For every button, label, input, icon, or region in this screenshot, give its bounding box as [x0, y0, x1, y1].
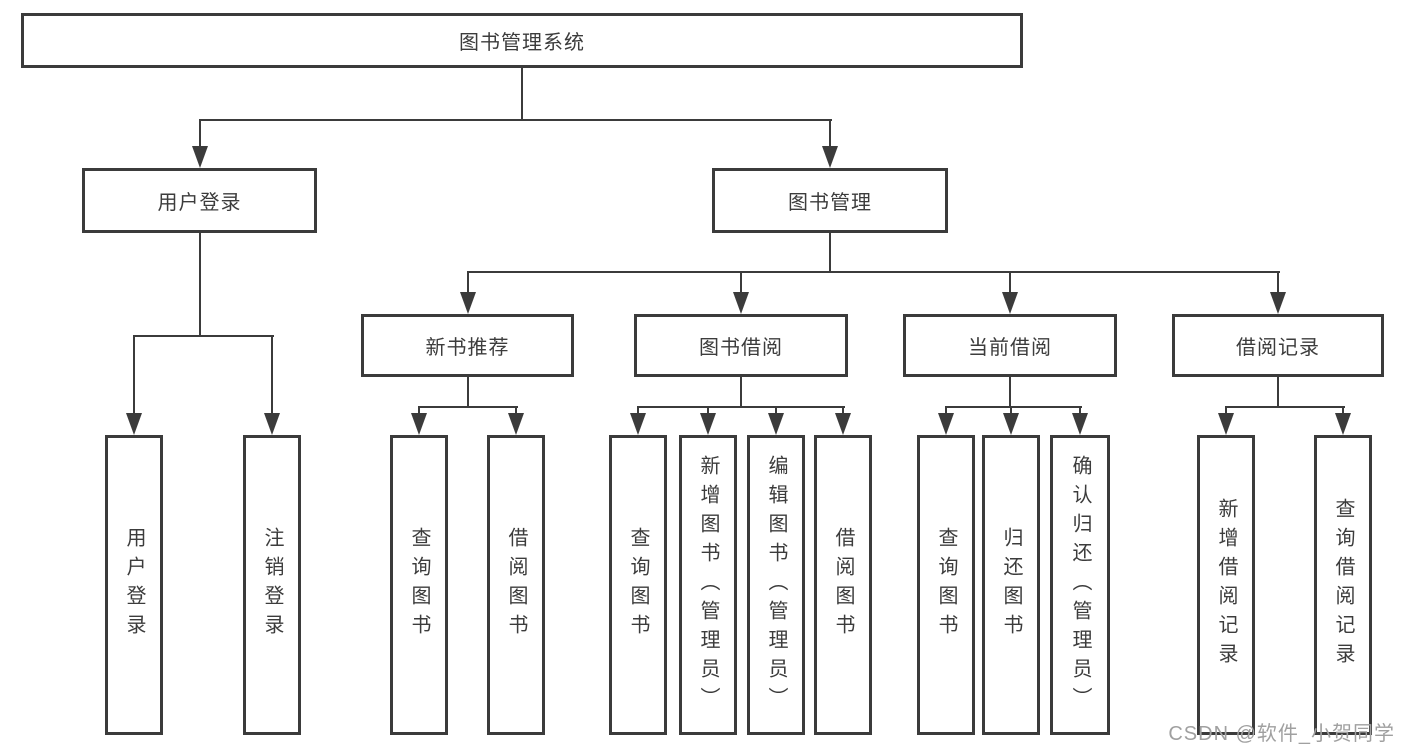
node-book-borrow-label: 图书借阅	[699, 337, 783, 359]
leaf-borrow-add: 新增图书（管理员）	[679, 435, 737, 735]
arrowhead-borrow-leaf-3-icon	[768, 413, 784, 435]
connector-mgmt-rail	[467, 271, 1280, 273]
arrowhead-records-leaf-1-icon	[1218, 413, 1234, 435]
node-root: 图书管理系统	[21, 13, 1023, 68]
leaf-borrow-borrow: 借阅图书	[814, 435, 872, 735]
leaf-records-add-label: 新增借阅记录	[1215, 498, 1237, 672]
arrowhead-to-user-login-icon	[192, 146, 208, 168]
leaf-borrow-add-label: 新增图书（管理员）	[697, 454, 719, 716]
connector-borrow-rail	[637, 406, 845, 408]
arrowhead-to-current-borrow-icon	[1002, 292, 1018, 314]
leaf-logout-label: 注销登录	[261, 527, 283, 643]
connector-newbooks-rail	[418, 406, 518, 408]
leaf-borrow-query-label: 查询图书	[627, 527, 649, 643]
arrowhead-to-book-borrow-icon	[733, 292, 749, 314]
leaf-newbooks-borrow-label: 借阅图书	[505, 527, 527, 643]
connector-mgmt-stem	[829, 233, 831, 273]
leaf-current-query-label: 查询图书	[935, 527, 957, 643]
node-user-login: 用户登录	[82, 168, 317, 233]
leaf-user-login-label: 用户登录	[123, 527, 145, 643]
leaf-records-add: 新增借阅记录	[1197, 435, 1255, 735]
leaf-borrow-edit: 编辑图书（管理员）	[747, 435, 805, 735]
connector-root-stem	[521, 68, 523, 120]
connector-mgmt-drop-current	[1009, 271, 1011, 295]
connector-current-rail	[945, 406, 1082, 408]
connector-borrow-drop-4	[842, 406, 844, 416]
leaf-current-confirm-label: 确认归还（管理员）	[1069, 454, 1091, 716]
connector-mgmt-drop-newbooks	[467, 271, 469, 295]
node-current-borrow-label: 当前借阅	[968, 337, 1052, 359]
connector-root-drop-mgmt	[829, 119, 831, 149]
connector-borrow-stem	[740, 377, 742, 408]
node-borrow-records-label: 借阅记录	[1236, 337, 1320, 359]
leaf-user-login: 用户登录	[105, 435, 163, 735]
leaf-newbooks-query-label: 查询图书	[408, 527, 430, 643]
leaf-logout: 注销登录	[243, 435, 301, 735]
node-book-mgmt-label: 图书管理	[788, 192, 872, 214]
connector-login-stem	[199, 233, 201, 337]
connector-login-rail	[133, 335, 274, 337]
node-current-borrow: 当前借阅	[903, 314, 1117, 377]
arrowhead-to-leaf-user-login-icon	[126, 413, 142, 435]
node-user-login-label: 用户登录	[157, 192, 242, 214]
leaf-current-query: 查询图书	[917, 435, 975, 735]
node-new-books: 新书推荐	[361, 314, 574, 377]
leaf-newbooks-query: 查询图书	[390, 435, 448, 735]
connector-borrow-drop-3	[775, 406, 777, 416]
connector-mgmt-drop-borrow	[740, 271, 742, 295]
arrowhead-to-leaf-logout-icon	[264, 413, 280, 435]
leaf-current-return-label: 归还图书	[1000, 527, 1022, 643]
connector-current-drop-2	[1010, 406, 1012, 416]
connector-mgmt-drop-records	[1277, 271, 1279, 295]
connector-current-drop-1	[945, 406, 947, 416]
leaf-current-confirm: 确认归还（管理员）	[1050, 435, 1110, 735]
connector-login-drop-1	[133, 335, 135, 415]
arrowhead-borrow-leaf-2-icon	[700, 413, 716, 435]
arrowhead-newbooks-leaf-1-icon	[411, 413, 427, 435]
connector-records-drop-1	[1225, 406, 1227, 416]
arrowhead-records-leaf-2-icon	[1335, 413, 1351, 435]
arrowhead-to-new-books-icon	[460, 292, 476, 314]
connector-newbooks-drop-2	[515, 406, 517, 416]
leaf-current-return: 归还图书	[982, 435, 1040, 735]
connector-login-drop-2	[271, 335, 273, 415]
arrowhead-to-book-mgmt-icon	[822, 146, 838, 168]
csdn-watermark: CSDN @软件_小贺同学	[1168, 723, 1395, 745]
node-root-label: 图书管理系统	[459, 32, 585, 54]
arrowhead-to-borrow-records-icon	[1270, 292, 1286, 314]
arrowhead-newbooks-leaf-2-icon	[508, 413, 524, 435]
arrowhead-current-leaf-1-icon	[938, 413, 954, 435]
leaf-records-query-label: 查询借阅记录	[1332, 498, 1354, 672]
node-borrow-records: 借阅记录	[1172, 314, 1384, 377]
arrowhead-borrow-leaf-4-icon	[835, 413, 851, 435]
connector-records-rail	[1225, 406, 1345, 408]
node-book-borrow: 图书借阅	[634, 314, 848, 377]
connector-current-stem	[1009, 377, 1011, 408]
connector-borrow-drop-2	[707, 406, 709, 416]
connector-current-drop-3	[1079, 406, 1081, 416]
connector-newbooks-stem	[467, 377, 469, 408]
arrowhead-current-leaf-3-icon	[1072, 413, 1088, 435]
node-book-mgmt: 图书管理	[712, 168, 948, 233]
leaf-newbooks-borrow: 借阅图书	[487, 435, 545, 735]
connector-records-stem	[1277, 377, 1279, 408]
leaf-borrow-query: 查询图书	[609, 435, 667, 735]
arrowhead-current-leaf-2-icon	[1003, 413, 1019, 435]
connector-records-drop-2	[1342, 406, 1344, 416]
connector-root-drop-login	[199, 119, 201, 149]
arrowhead-borrow-leaf-1-icon	[630, 413, 646, 435]
node-new-books-label: 新书推荐	[425, 337, 510, 359]
connector-newbooks-drop-1	[418, 406, 420, 416]
connector-root-rail	[199, 119, 832, 121]
connector-borrow-drop-1	[637, 406, 639, 416]
leaf-borrow-borrow-label: 借阅图书	[832, 527, 854, 643]
leaf-borrow-edit-label: 编辑图书（管理员）	[765, 454, 787, 716]
leaf-records-query: 查询借阅记录	[1314, 435, 1372, 735]
